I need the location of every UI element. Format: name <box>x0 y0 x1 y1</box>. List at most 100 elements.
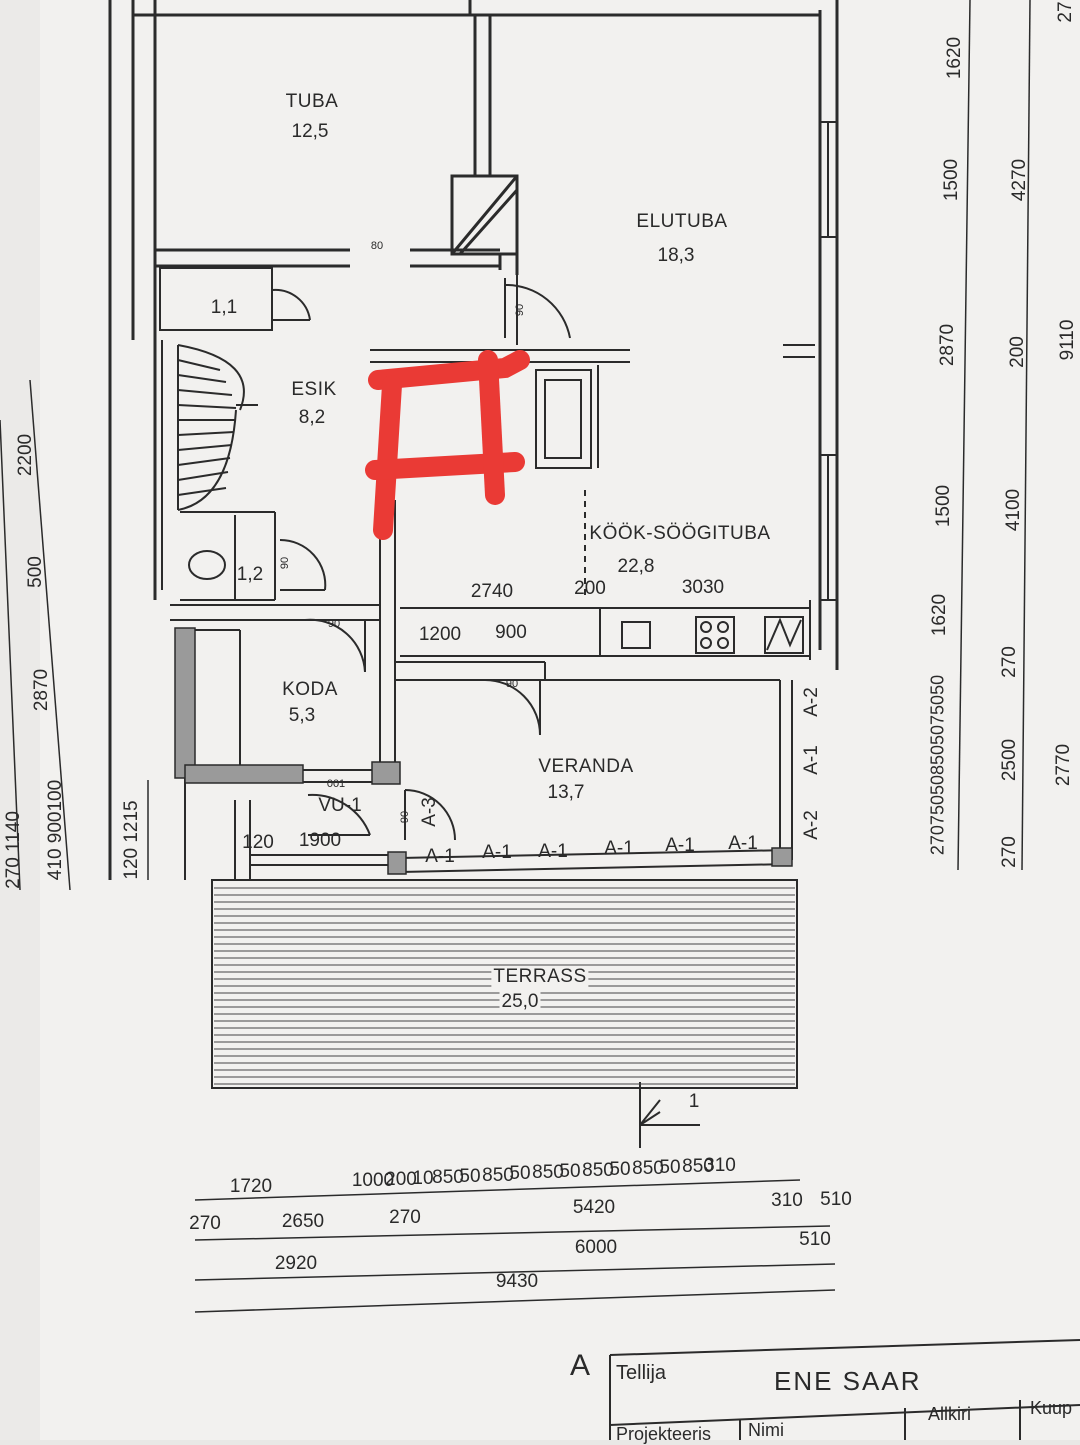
section-marker <box>639 1082 700 1148</box>
dim-row1-value: 50 <box>559 1161 581 1183</box>
title-designer-label: Projekteeris <box>616 1424 712 1444</box>
room-area-small-wc: 1,1 <box>210 297 238 318</box>
dim-6000: 6000 <box>574 1237 618 1258</box>
window-code-vu1: VU-1 <box>318 795 362 816</box>
dim-2770: 2770 <box>1053 743 1074 787</box>
section-number: 1 <box>688 1091 700 1112</box>
room-name-esik: ESIK <box>291 379 337 400</box>
door-width-veranda: 90 <box>505 678 519 690</box>
dim-2200-left: 2200 <box>15 433 36 477</box>
dim-2650: 2650 <box>281 1211 325 1232</box>
room-name-terrass: TERRASS <box>491 966 589 988</box>
room-name-tuba: TUBA <box>285 91 339 112</box>
left-dimension-lines <box>0 379 149 891</box>
small-wc <box>159 267 311 331</box>
dim-1620-top: 1620 <box>944 36 965 80</box>
dim-510: 510 <box>820 1189 852 1210</box>
title-name-label: Nimi <box>748 1420 784 1440</box>
dim-200-right: 200 <box>1007 336 1028 368</box>
dim-row1-value: 50 <box>659 1156 681 1178</box>
window-code-a1: A-1 <box>538 841 568 862</box>
dim-1500: 1500 <box>933 484 954 528</box>
dim-500-left: 500 <box>25 556 46 588</box>
room-area-kook: 22,8 <box>617 556 655 577</box>
dim-4100: 4100 <box>1003 488 1024 532</box>
room-name-veranda: VERANDA <box>538 756 634 777</box>
dim-row1-value: 200 <box>385 1168 417 1190</box>
room-name-koda: KODA <box>282 679 338 700</box>
dim-row1-value: 1000 <box>351 1170 395 1191</box>
dim-900: 900 <box>495 622 527 643</box>
door-width-koda: 90 <box>327 618 341 630</box>
east-windows <box>783 121 838 601</box>
dim-270-right-b: 270 <box>999 836 1020 868</box>
door-width-elutuba: 90 <box>514 303 526 317</box>
dim-row1-value: 850 <box>682 1155 714 1177</box>
right-dimension-lines <box>957 0 1031 871</box>
dim-270-1140: 270 1140 <box>3 811 24 889</box>
room-name-elutuba: ELUTUBA <box>636 211 728 232</box>
dim-row1-value: 310 <box>704 1154 736 1176</box>
dim-2870-left: 2870 <box>31 668 52 712</box>
door-width-wc: 90 <box>279 556 291 570</box>
dim-1720: 1720 <box>229 1176 273 1197</box>
window-code-a1: A-1 <box>728 833 758 854</box>
room-area-elutuba: 18,3 <box>657 245 695 266</box>
sheet-label: A <box>569 1349 591 1382</box>
dim-510-b: 510 <box>799 1229 831 1250</box>
dim-chain: 270750508505075050 <box>927 674 948 856</box>
title-date-label: Kuup <box>1030 1398 1073 1418</box>
room-area-esik: 8,2 <box>298 407 326 428</box>
window-code-a2-bottom: A-2 <box>801 810 822 840</box>
dim-row1-value: 50 <box>609 1159 631 1180</box>
dim-200: 200 <box>574 578 606 599</box>
window-code-a1: A-1 <box>665 835 695 856</box>
dim-270-right: 270 <box>999 646 1020 678</box>
room-area-tuba: 12,5 <box>291 121 329 142</box>
title-signature-label: Allkiri <box>928 1404 971 1424</box>
door-width-tuba: 80 <box>370 240 384 252</box>
dim-row1-value: 10 <box>412 1167 434 1189</box>
dim-3030: 3030 <box>681 577 725 598</box>
dim-410-left: 410 900100 <box>45 779 66 881</box>
terrace-boards <box>214 887 795 1085</box>
dim-310: 310 <box>771 1190 803 1211</box>
dim-4270: 4270 <box>1009 158 1030 202</box>
dim-120: 120 <box>242 832 274 853</box>
dim-row1-value: 850 <box>632 1157 664 1179</box>
dim-row1-value: 850 <box>482 1164 514 1186</box>
hall-walls <box>170 275 571 780</box>
dim-270: 270 <box>189 1213 221 1234</box>
title-client-name: ENE SAAR <box>774 1366 922 1396</box>
dim-row1-value: 850 <box>532 1162 564 1184</box>
hatched-masonry <box>174 627 793 875</box>
dim-5420: 5420 <box>572 1197 616 1218</box>
staircase <box>161 340 258 590</box>
dim-27: 27 <box>1055 1 1076 23</box>
dim-row1-value: 850 <box>582 1160 614 1182</box>
title-client-label: Tellija <box>616 1362 667 1384</box>
room-area-koda: 5,3 <box>288 705 316 726</box>
door-width-vu: 001 <box>326 778 346 790</box>
terrace-deck <box>211 879 798 1089</box>
dim-row1-value: 50 <box>459 1165 481 1187</box>
window-code-a1: A-1 <box>425 846 455 867</box>
room-area-wc: 1,2 <box>236 564 264 585</box>
window-code-a1: A-1 <box>482 842 512 863</box>
dim-1500-top: 1500 <box>941 158 962 202</box>
dim-9110: 9110 <box>1057 319 1078 361</box>
dim-2500: 2500 <box>999 738 1020 782</box>
dim-2740: 2740 <box>470 581 514 602</box>
dim-row1-value: 850 <box>432 1166 464 1188</box>
bottom-dimension-lines <box>194 1179 836 1313</box>
room-area-veranda: 13,7 <box>547 782 585 803</box>
window-code-a2-top: A-2 <box>801 687 822 717</box>
dim-row1-value: 50 <box>509 1163 531 1185</box>
dim-270-b: 270 <box>389 1207 421 1228</box>
room-name-kook: KÖÖK-SÖÖGITUBA <box>589 523 771 544</box>
window-code-a1: A-1 <box>604 838 634 859</box>
dim-2870: 2870 <box>937 323 958 367</box>
dim-1200: 1200 <box>418 624 462 645</box>
dim-120-1215: 120 1215 <box>121 800 142 880</box>
